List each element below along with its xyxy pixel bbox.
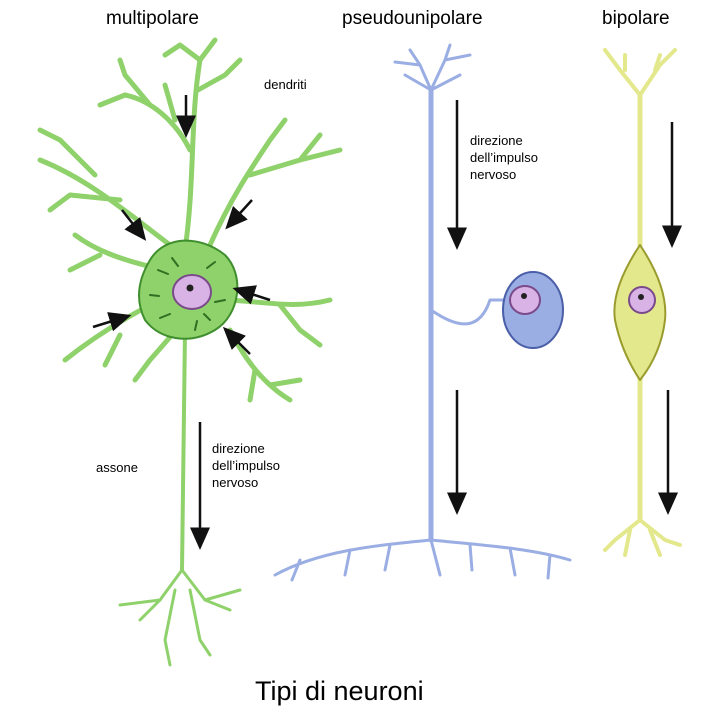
pseudounipolar-nucleus [509,285,541,315]
heading-multipolar: multipolare [106,8,199,29]
multipolar-dendrites [37,37,343,403]
multipolar-arrows [92,95,271,550]
heading-bipolar: bipolare [602,8,670,29]
label-impulse-direction-pseudounipolar: direzione dell’impulso nervoso [470,133,538,182]
heading-pseudounipolar: pseudounipolare [342,8,483,29]
pseudounipolar-neuron [273,43,572,582]
figure-title: Tipi di neuroni [255,676,424,706]
bipolar-neuron [603,48,682,557]
bipolar-nucleus [628,286,656,314]
bipolar-arrows [658,122,682,515]
multipolar-axon [180,328,187,572]
multipolar-neuron [37,37,343,667]
label-impulse-direction-multipolar: direzione dell’impulso nervoso [212,441,280,490]
multipolar-nucleus [172,274,212,310]
label-dendrites: dendriti [264,77,307,92]
label-axon: assone [96,460,138,475]
